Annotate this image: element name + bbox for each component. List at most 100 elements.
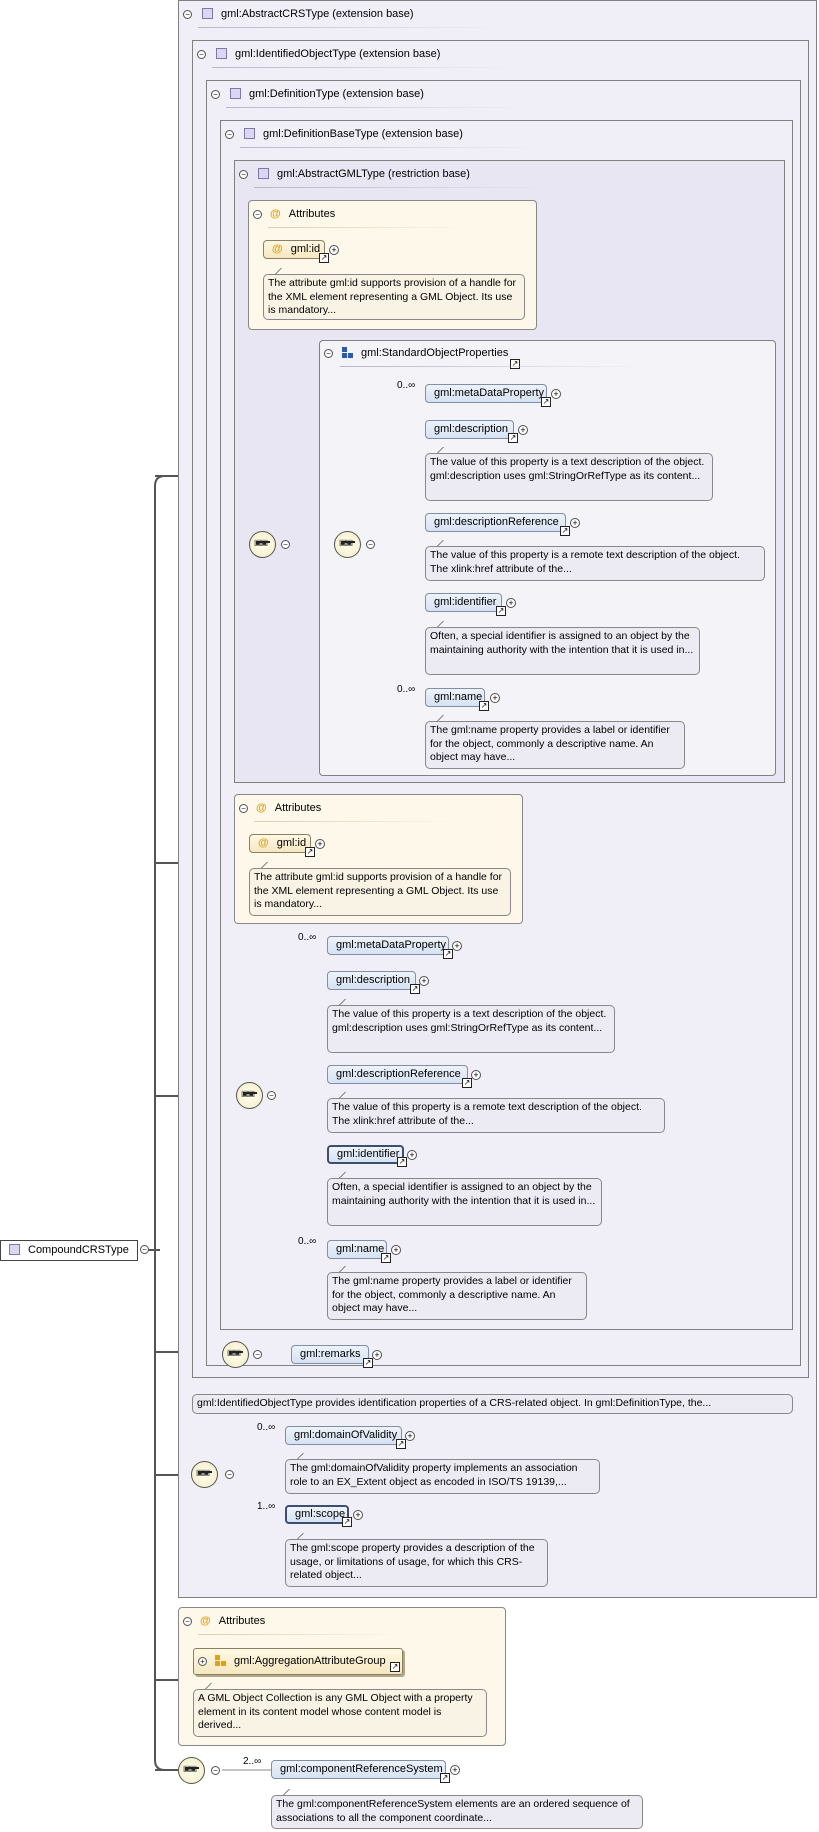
expand-description[interactable] — [419, 976, 429, 986]
link-icon[interactable] — [363, 1358, 373, 1368]
description[interactable]: gml:description — [327, 971, 420, 994]
link-icon[interactable] — [440, 1773, 450, 1783]
identified-object-type-doc: gml:IdentifiedObjectType provides identi… — [192, 1394, 793, 1414]
description-reference-doc-inner: The value of this property is a remote t… — [425, 540, 765, 581]
expand-gml-id-definition-base[interactable] — [315, 839, 325, 849]
link-icon[interactable] — [479, 701, 489, 711]
collapse-abstract-crs-type[interactable] — [183, 10, 192, 19]
description-doc: The value of this property is a text des… — [327, 999, 615, 1053]
expand-gml-id-inner[interactable] — [329, 245, 339, 255]
sequence-compositor-component[interactable] — [178, 1757, 205, 1784]
link-icon[interactable] — [510, 359, 520, 369]
link-icon[interactable] — [390, 1662, 400, 1672]
scope[interactable]: gml:scope — [285, 1505, 352, 1527]
identifier-doc-inner: Often, a special identifier is assigned … — [425, 621, 700, 675]
description-inner[interactable]: gml:description — [425, 420, 518, 443]
collapse-attributes-definition-base[interactable] — [239, 804, 248, 813]
gml-id-doc-definition-base: The attribute gml:id supports provision … — [249, 862, 511, 916]
sequence-compositor-crs[interactable] — [191, 1461, 218, 1488]
compound-crs-type-root[interactable]: CompoundCRSType — [0, 1240, 138, 1261]
link-icon[interactable] — [508, 433, 518, 443]
name-doc: The gml:name property provides a label o… — [327, 1266, 587, 1320]
collapse-sequence-outer[interactable] — [281, 540, 290, 549]
expand-name-inner[interactable] — [490, 693, 500, 703]
sequence-compositor-remarks[interactable] — [222, 1341, 249, 1368]
expand-description-inner[interactable] — [518, 425, 528, 435]
identifier-inner[interactable]: gml:identifier — [425, 593, 506, 616]
aggregation-attribute-group[interactable] — [193, 1648, 403, 1675]
metadata-property[interactable]: gml:metaDataProperty — [327, 936, 453, 959]
link-icon[interactable] — [410, 984, 420, 994]
expand-metadata[interactable] — [452, 941, 462, 951]
name-inner[interactable]: gml:name — [425, 688, 489, 711]
expand-description-reference-inner[interactable] — [570, 518, 580, 528]
description-reference-doc: The value of this property is a remote t… — [327, 1092, 665, 1133]
domain-of-validity-doc: The gml:domainOfValidity property implem… — [285, 1453, 600, 1494]
link-icon[interactable] — [443, 949, 453, 959]
expand-remarks[interactable] — [372, 1350, 382, 1360]
attribute-group-icon — [215, 1655, 226, 1666]
description-reference[interactable]: gml:descriptionReference — [327, 1065, 472, 1088]
description-reference-inner[interactable]: gml:descriptionReference — [425, 513, 570, 536]
attribute-icon: @ — [258, 837, 269, 849]
standard-object-properties-header: gml:StandardObjectProperties — [342, 346, 508, 360]
expand-scope[interactable] — [353, 1510, 363, 1520]
complex-type-icon — [258, 168, 269, 179]
expand-domain-of-validity[interactable] — [405, 1431, 415, 1441]
sequence-compositor-definition-base[interactable] — [236, 1082, 263, 1109]
link-icon[interactable] — [397, 1157, 407, 1167]
link-icon[interactable] — [462, 1078, 472, 1088]
collapse-definition-type[interactable] — [211, 90, 220, 99]
complex-type-icon — [230, 88, 241, 99]
link-icon[interactable] — [541, 397, 551, 407]
identified-object-type-header: gml:IdentifiedObjectType (extension base… — [216, 47, 440, 61]
link-icon[interactable] — [560, 526, 570, 536]
name[interactable]: gml:name — [327, 1240, 391, 1263]
collapse-definition-base-type[interactable] — [225, 130, 234, 139]
collapse-sequence-component[interactable] — [211, 1766, 220, 1775]
attribute-icon: @ — [272, 243, 283, 255]
component-reference-system[interactable]: gml:componentReferenceSystem — [271, 1760, 450, 1783]
collapse-sequence-remarks[interactable] — [253, 1350, 262, 1359]
collapse-sequence-inner[interactable] — [366, 540, 375, 549]
collapse-sequence-crs[interactable] — [225, 1470, 234, 1479]
link-icon[interactable] — [342, 1517, 352, 1527]
expand-component-reference-system[interactable] — [450, 1765, 460, 1775]
collapse-sequence-definition-base[interactable] — [267, 1091, 276, 1100]
remarks[interactable]: gml:remarks — [291, 1345, 373, 1368]
identifier[interactable]: gml:identifier — [327, 1145, 407, 1167]
link-icon[interactable] — [396, 1439, 406, 1449]
complex-type-icon — [9, 1244, 20, 1255]
collapse-root[interactable] — [140, 1245, 149, 1254]
collapse-identified-object-type[interactable] — [197, 50, 206, 59]
aggregation-attributes-header: @Attributes — [200, 1615, 266, 1627]
gml-id-attribute-definition-base[interactable]: @gml:id — [249, 834, 315, 857]
sequence-compositor-inner[interactable] — [334, 531, 361, 558]
link-icon[interactable] — [305, 847, 315, 857]
expand-aggregation-attribute-group[interactable] — [198, 1657, 207, 1666]
expand-metadata-inner[interactable] — [551, 389, 561, 399]
gml-id-doc-inner: The attribute gml:id supports provision … — [263, 268, 525, 320]
aggregation-attribute-group-label: gml:AggregationAttributeGroup — [215, 1654, 386, 1668]
expand-description-reference[interactable] — [471, 1070, 481, 1080]
collapse-aggregation-attributes[interactable] — [183, 1617, 192, 1626]
expand-identifier-inner[interactable] — [506, 598, 516, 608]
expand-name[interactable] — [391, 1245, 401, 1255]
abstract-gml-type-header: gml:AbstractGMLType (restriction base) — [258, 167, 470, 181]
sequence-compositor-outer[interactable] — [249, 531, 276, 558]
complex-type-icon — [244, 128, 255, 139]
attribute-icon: @ — [256, 802, 267, 814]
collapse-abstract-gml-type[interactable] — [239, 170, 248, 179]
link-icon[interactable] — [496, 606, 506, 616]
metadata-property-inner[interactable]: gml:metaDataProperty — [425, 384, 551, 407]
cardinality-metadata: 0..∞ — [298, 932, 317, 943]
collapse-standard-object-properties[interactable] — [324, 349, 333, 358]
link-icon[interactable] — [319, 253, 329, 263]
gml-id-attribute-inner[interactable]: @gml:id — [263, 240, 329, 263]
domain-of-validity[interactable]: gml:domainOfValidity — [285, 1426, 406, 1449]
attribute-icon: @ — [270, 208, 281, 220]
attributes-header-inner: @Attributes — [270, 208, 336, 220]
expand-identifier[interactable] — [407, 1150, 417, 1160]
link-icon[interactable] — [381, 1253, 391, 1263]
collapse-attributes-inner[interactable] — [253, 210, 262, 219]
